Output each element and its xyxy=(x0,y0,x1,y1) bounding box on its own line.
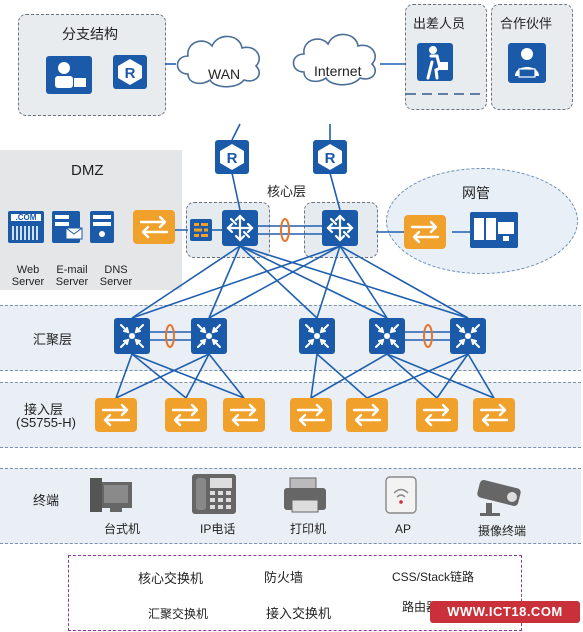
access-switch-7-icon xyxy=(471,396,517,434)
legend-router-label: 路由器 xyxy=(402,600,439,614)
desktop-label: 台式机 xyxy=(104,522,141,536)
dmz-title: DMZ xyxy=(71,162,104,179)
agg-switch-3-icon xyxy=(298,317,336,355)
ap-icon xyxy=(385,476,417,514)
agg-switch-4-icon xyxy=(368,317,406,355)
access-subtitle: (S5755-H) xyxy=(16,415,76,430)
branch-staff-icon xyxy=(46,56,92,94)
branch-router-icon xyxy=(113,55,147,89)
traveler-icon xyxy=(417,43,453,81)
agg-switch-1-icon xyxy=(113,317,151,355)
ip-phone-label: IP电话 xyxy=(200,522,236,536)
printer-label: 打印机 xyxy=(290,522,327,536)
travelers-title: 出差人员 xyxy=(413,16,466,31)
internet-label: Internet xyxy=(314,63,362,79)
printer-icon xyxy=(284,477,326,513)
dns-server-label: DNS Server xyxy=(99,264,133,288)
ip-phone-icon xyxy=(192,474,236,514)
access-switch-1-icon xyxy=(93,396,139,434)
camera-label: 摄像终端 xyxy=(478,524,527,538)
access-switch-6-icon xyxy=(414,396,460,434)
core-aggregation-links xyxy=(131,245,469,319)
wan-label: WAN xyxy=(208,66,241,82)
core-switch-right-icon xyxy=(320,208,360,248)
legend-css-label: CSS/Stack链路 xyxy=(392,570,475,584)
agg-css-link-2-icon xyxy=(423,324,433,348)
netmgmt-title: 网管 xyxy=(462,185,490,201)
ap-label: AP xyxy=(395,522,412,536)
access-switch-4-icon xyxy=(288,396,334,434)
netmgmt-server-icon xyxy=(470,212,518,248)
netmgmt-switch-icon xyxy=(402,213,448,251)
terminal-title: 终端 xyxy=(33,493,60,508)
core-title: 核心层 xyxy=(267,184,307,199)
dmz-switch-icon xyxy=(131,208,177,246)
access-title: 接入层 xyxy=(24,402,64,417)
email-server-label: E-mail Server xyxy=(55,264,89,288)
desktop-icon xyxy=(90,478,132,512)
email-server-icon xyxy=(52,211,83,243)
watermark: WWW.ICT18.COM xyxy=(430,601,580,623)
access-switch-5-icon xyxy=(344,396,390,434)
core-css-link-icon xyxy=(280,218,290,242)
legend-core-switch-label: 核心交换机 xyxy=(138,571,204,586)
agg-css-link-1-icon xyxy=(165,324,175,348)
web-server-icon xyxy=(8,211,44,243)
wan-router-icon xyxy=(215,140,249,174)
aggregation-access-links xyxy=(115,353,495,399)
access-switch-2-icon xyxy=(163,396,209,434)
legend-agg-switch-label: 汇聚交换机 xyxy=(148,607,209,621)
partners-title: 合作伙伴 xyxy=(500,16,553,31)
dns-server-icon xyxy=(90,211,114,243)
legend-access-switch-label: 接入交换机 xyxy=(266,606,332,621)
firewall-icon xyxy=(190,219,212,241)
agg-switch-2-icon xyxy=(190,317,228,355)
access-switch-3-icon xyxy=(221,396,267,434)
legend-firewall-label: 防火墙 xyxy=(264,570,304,585)
agg-switch-5-icon xyxy=(449,317,487,355)
partner-icon xyxy=(508,43,546,83)
web-server-label: Web Server xyxy=(11,264,45,288)
aggregation-title: 汇聚层 xyxy=(33,332,73,347)
internet-router-icon xyxy=(313,140,347,174)
branch-title: 分支结构 xyxy=(62,26,118,42)
camera-icon xyxy=(477,480,521,516)
web-badge: .COM xyxy=(15,213,37,222)
core-switch-left-icon xyxy=(220,208,260,248)
